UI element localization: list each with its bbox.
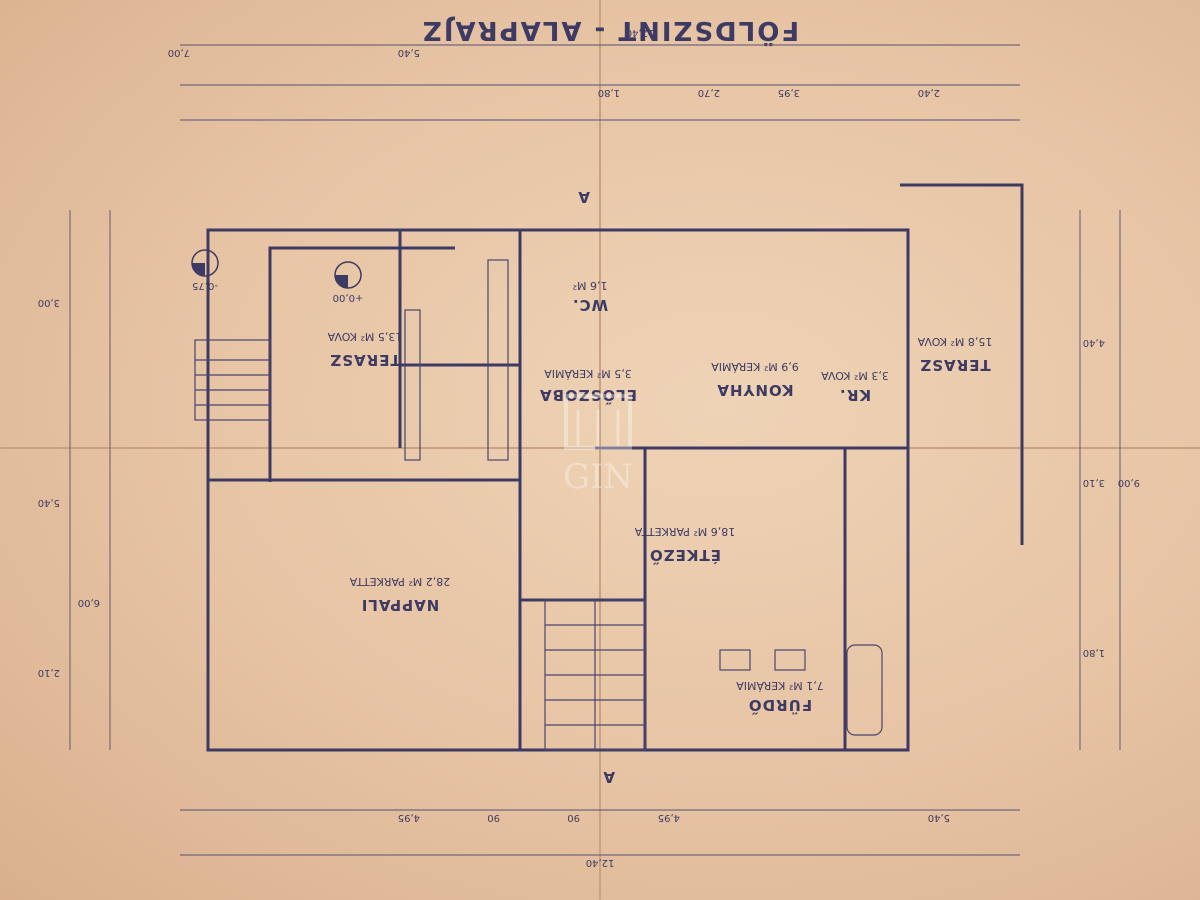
room-name: FÜRDŐ [748,696,812,716]
room-konyha: KONYHA 9,9 M² KERÁMIA [711,360,799,399]
dim: 4,95 [658,812,680,823]
section-mark-a-top: A [577,188,590,206]
plan-title: FÖLDSZINT - ALAPRAJZ [421,15,799,48]
dim: 3,00 [38,297,60,308]
dim-left-overall: 9,00 [1118,477,1140,488]
room-terasz-1: TERASZ 13,5 M² KOVA [327,330,402,369]
kitchen-counter-2 [404,309,421,461]
dim: 90 [567,812,580,823]
dim: 7,00 [168,47,190,58]
room-terasz-2: TERASZ 15,8 M² KOVA [917,335,992,374]
room-name: ÉTKEZŐ [649,546,721,566]
room-name: WC. [572,296,608,314]
dim-bottom-overall: 12,40 [586,857,615,868]
room-name: KR. [839,386,871,404]
dim: 90 [487,812,500,823]
room-nappali: NAPPALI 28,2 M² PARKETTA [349,575,450,614]
dim: 2,70 [698,87,720,98]
room-area: 7,1 M² KERÁMIA [736,679,824,692]
sink [774,649,806,671]
room-name: KONYHA [716,381,793,399]
dims-left: 9,00 1,80 3,10 4,40 [1083,337,1140,658]
kitchen-counter [487,259,509,461]
sink-2 [719,649,751,671]
room-name: TERASZ [329,351,400,369]
room-furdo: FÜRDŐ 7,1 M² KERÁMIA [736,679,824,716]
dim-right-overall: 6,00 [78,597,100,608]
dim: 4,40 [1083,337,1105,348]
section-mark-a-bottom: A [602,768,615,786]
svg-text:-0,75: -0,75 [192,280,218,291]
svg-text:+0,00: +0,00 [333,292,364,303]
room-name: TERASZ [919,356,990,374]
room-area: 9,9 M² KERÁMIA [711,360,799,373]
room-area: 1,6 M² [573,279,608,292]
terrace-stairs [194,339,271,421]
room-wc: WC. 1,6 M² [572,279,608,314]
dim: 4,95 [398,812,420,823]
room-area: 18,6 M² PARKETTA [634,525,735,538]
room-area: 3,3 M² KOVA [821,369,889,382]
dims-top: 12,40 2,40 3,95 2,70 1,80 5,40 7,00 [168,27,940,98]
dim: 5,40 [928,812,950,823]
dim-top-overall: 12,40 [626,27,655,38]
room-kamra: KR. 3,3 M² KOVA [821,369,889,404]
dim: 3,95 [778,87,800,98]
room-area: 13,5 M² KOVA [327,330,402,343]
room-name: ELŐSZOBA [539,386,637,406]
room-name: NAPPALI [361,596,440,614]
bathtub [846,644,883,736]
dim: 5,40 [398,47,420,58]
dim: 1,80 [1083,647,1105,658]
dims-bottom: 12,40 5,40 4,95 90 90 4,95 [398,812,950,868]
dim: 2,10 [38,667,60,678]
dim: 5,40 [38,497,60,508]
watermark-text: GIN [563,457,633,497]
dim: 3,10 [1083,477,1105,488]
room-eloszoba: ELŐSZOBA 3,5 M² KERÁMIA [539,367,637,406]
dim: 1,80 [598,87,620,98]
dimension-lines [69,44,1121,856]
dim: 2,40 [918,87,940,98]
room-etkezo: ÉTKEZŐ 18,6 M² PARKETTA [634,525,735,566]
room-area: 15,8 M² KOVA [917,335,992,348]
elevation-marker-2: -0,75 [191,249,219,291]
elevation-marker-1: +0,00 [333,261,364,303]
dims-right: 6,00 2,10 5,40 3,00 [38,297,100,678]
watermark-logo: GIN [508,388,688,498]
terasz-left-outline [900,183,1024,545]
room-area: 28,2 M² PARKETTA [349,575,450,588]
room-area: 3,5 M² KERÁMIA [544,367,632,380]
main-stairs [544,599,646,751]
